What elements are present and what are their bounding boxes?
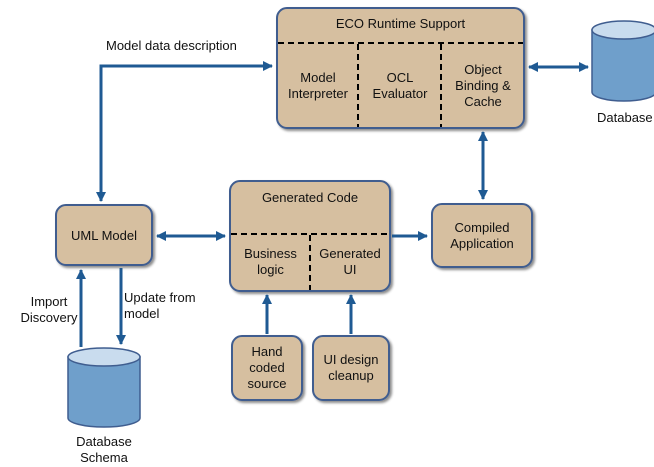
ui-design-cleanup-label: UI design cleanup	[323, 352, 379, 383]
model-data-description-label: Model data description	[106, 38, 237, 53]
generated-code-section-business-logic: Business logic	[244, 246, 297, 277]
compiled-application-box	[431, 203, 533, 268]
ui-design-cleanup-box	[312, 335, 390, 401]
hand-coded-source-box	[231, 335, 303, 401]
hand-coded-source-label: Hand coded source	[247, 344, 287, 391]
generated-code-title: Generated Code	[261, 190, 359, 205]
update-from-model-label: Update from model	[124, 290, 196, 321]
import-discovery-label: Import Discovery	[20, 294, 78, 325]
runtime-title: ECO Runtime Support	[335, 16, 466, 31]
uml-model-box	[55, 204, 153, 266]
runtime-section-model-interpreter: Model Interpreter	[288, 70, 348, 101]
runtime-section-object-binding: Object Binding & Cache	[455, 62, 511, 109]
eco-runtime-support-box	[276, 7, 525, 129]
database-schema-cylinder-icon	[67, 347, 141, 428]
arrow-uml-to-runtime	[96, 61, 273, 202]
uml-model-label: UML Model	[71, 228, 137, 243]
database-cylinder-icon	[591, 20, 654, 102]
compiled-application-label: Compiled Application	[450, 220, 514, 251]
database-schema-label: Database Schema	[76, 434, 132, 465]
generated-code-box	[229, 180, 391, 292]
runtime-section-ocl-evaluator: OCL Evaluator	[372, 70, 428, 101]
generated-code-section-generated-ui: Generated UI	[319, 246, 381, 277]
database-label: Database	[597, 110, 653, 125]
